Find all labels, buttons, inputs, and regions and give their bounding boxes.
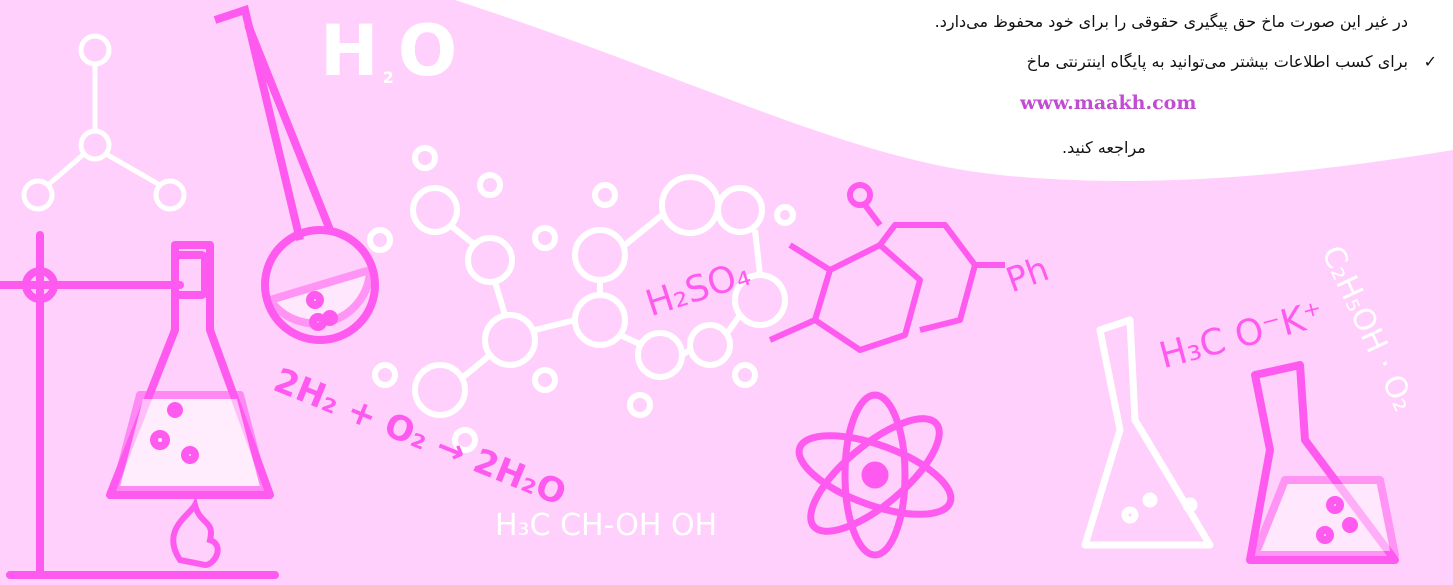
notice-line-refer: مراجعه کنید.	[1062, 138, 1146, 157]
formula-ethanol: C₂H₅OH · O₂	[1314, 240, 1421, 416]
hexagon-ring-icon	[768, 182, 1005, 353]
formula-ph: Ph	[1001, 249, 1054, 301]
notice-text: در غیر این صورت ماخ حق پیگیری حقوقی را ب…	[0, 0, 1453, 200]
erlenmeyer-flask-icon	[106, 241, 274, 499]
h2o-formula: H2O	[320, 10, 462, 92]
checkmark-icon: ✓	[1423, 52, 1437, 71]
round-bottom-flask-icon	[213, 4, 379, 344]
website-link[interactable]: www.maakh.com	[1020, 92, 1197, 114]
notice-line-website: برای کسب اطلاعات بیشتر می‌توانید به پایگ…	[1026, 52, 1408, 71]
flame-icon	[170, 496, 221, 569]
notice-line-rights: در غیر این صورت ماخ حق پیگیری حقوقی را ب…	[934, 12, 1408, 31]
atom-icon	[795, 391, 955, 559]
formula-reaction: 2H₂ + O₂ → 2H₂O	[268, 360, 571, 514]
molecule-small-icon	[21, 33, 187, 212]
formula-alcohol: H₃C CH-OH OH	[495, 508, 717, 543]
molecule-chain-icon	[367, 145, 796, 453]
lab-stand-icon	[0, 231, 279, 579]
pink-flask-icon	[1246, 361, 1399, 564]
white-wave	[455, 0, 1453, 181]
white-flask-icon	[1081, 316, 1214, 549]
